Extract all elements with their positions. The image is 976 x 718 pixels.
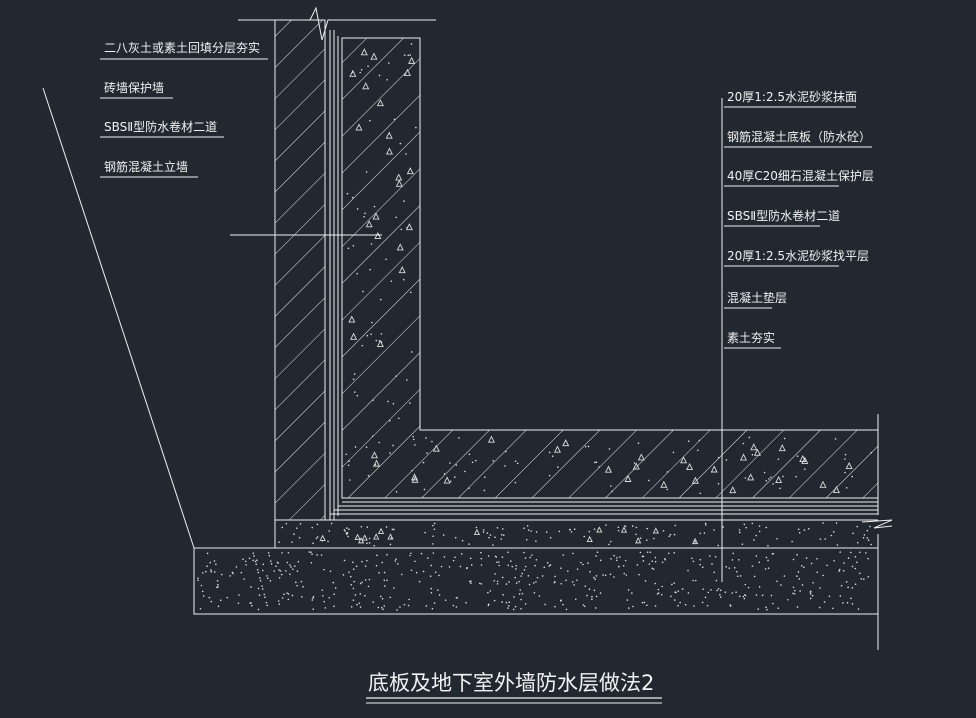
label-mortar-finish: 20厚1:2.5水泥砂浆抹面 (727, 89, 857, 104)
title-block: 底板及地下室外墙防水层做法2 (366, 671, 662, 704)
left-leaders (100, 58, 382, 236)
label-concrete-wall: 钢筋混凝土立墙 (104, 159, 188, 174)
break-symbol (238, 6, 436, 41)
right-leaders (721, 98, 872, 582)
label-protection-layer: 40厚C20细石混凝土保护层 (727, 168, 874, 183)
slab-underlayers (274, 501, 878, 548)
label-backfill: 二八灰土或素土回填分层夯实 (104, 40, 260, 55)
label-leveling-layer: 20厚1:2.5水泥砂浆找平层 (727, 248, 869, 263)
label-cushion-layer: 混凝土垫层 (727, 290, 787, 305)
label-slab-membrane: SBSⅡ型防水卷材二道 (727, 208, 840, 223)
excavation-slope-line (42, 87, 195, 549)
label-brick-wall: 砖墙保护墙 (104, 80, 164, 95)
label-wall-membrane: SBSⅡ型防水卷材二道 (104, 119, 217, 134)
right-break-symbol (861, 414, 893, 650)
brick-protective-wall (274, 19, 326, 521)
drawing-title: 底板及地下室外墙防水层做法2 (368, 671, 654, 695)
label-concrete-slab: 钢筋混凝土底板（防水砼） (727, 129, 871, 144)
left-labels: 二八灰土或素土回填分层夯实 砖墙保护墙 SBSⅡ型防水卷材二道 钢筋混凝土立墙 (104, 40, 260, 174)
concrete-cushion-layer (193, 547, 879, 615)
right-labels: 20厚1:2.5水泥砂浆抹面 钢筋混凝土底板（防水砼） 40厚C20细石混凝土保… (727, 89, 874, 345)
label-compacted-soil: 素土夯实 (727, 330, 775, 345)
wall-membrane-lines (329, 30, 339, 520)
